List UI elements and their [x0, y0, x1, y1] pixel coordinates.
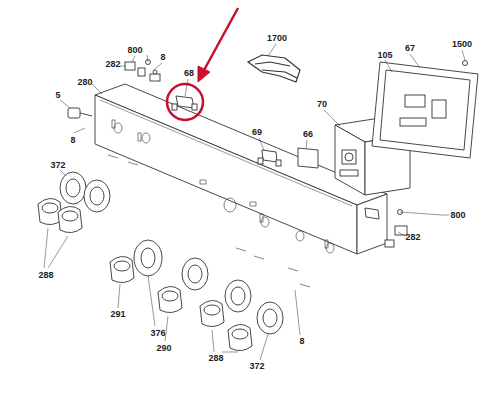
- callout-number: 290: [155, 344, 172, 353]
- callout-number: 8: [159, 53, 166, 62]
- callout-number: 800: [449, 211, 466, 220]
- callout-number: 282: [104, 60, 121, 69]
- callout-number: 105: [376, 51, 393, 60]
- callout-number: 68: [183, 69, 195, 78]
- callout-number: 372: [49, 161, 66, 170]
- callout-number: 288: [207, 354, 224, 363]
- callout-number: 8: [69, 136, 76, 145]
- callout-number: 1500: [451, 40, 473, 49]
- callout-number: 800: [126, 46, 143, 55]
- callout-number: 69: [251, 128, 263, 137]
- callout-number: 372: [248, 362, 265, 371]
- callout-number: 70: [316, 100, 328, 109]
- callout-number: 376: [149, 329, 166, 338]
- callout-number: 8: [298, 337, 305, 346]
- callout-number: 1700: [266, 34, 288, 43]
- callout-number: 67: [404, 44, 416, 53]
- callout-number: 5: [54, 91, 61, 100]
- callout-number: 280: [76, 78, 93, 87]
- callout-number: 291: [109, 310, 126, 319]
- callout-number: 66: [302, 130, 314, 139]
- callout-number: 282: [404, 233, 421, 242]
- callout-number: 288: [37, 271, 54, 280]
